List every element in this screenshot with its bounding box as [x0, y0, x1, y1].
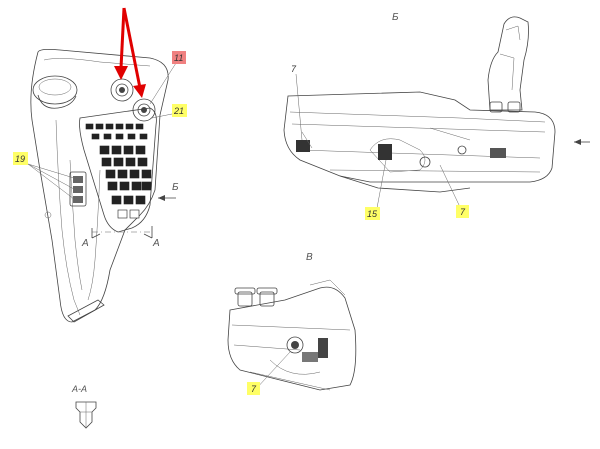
keypad-button	[123, 195, 134, 205]
section-marker-a-left: А	[81, 238, 89, 249]
keypad-button	[95, 123, 104, 130]
keypad-button	[141, 181, 152, 191]
keypad-button	[103, 133, 112, 140]
keypad-button	[135, 145, 146, 155]
keypad-button	[99, 145, 110, 155]
keypad-button	[85, 123, 94, 130]
section-marker-a-right: А	[152, 238, 160, 249]
section-label-aa: А-А	[71, 384, 87, 394]
view-label-v: В	[306, 252, 313, 263]
keypad-button	[117, 169, 128, 179]
red-arrows	[114, 7, 146, 98]
keypad-button	[135, 123, 144, 130]
keypad-button	[107, 181, 118, 191]
keypad-button	[117, 209, 128, 219]
keypad	[85, 123, 152, 219]
keypad-button	[113, 157, 124, 167]
svg-text:7: 7	[291, 64, 297, 74]
callout-15: 15	[365, 159, 387, 220]
keypad-button	[101, 157, 112, 167]
keypad-button	[115, 123, 124, 130]
callout-7-bottom: 7	[247, 351, 291, 395]
keypad-button	[125, 157, 136, 167]
view-marker-b: Б	[172, 182, 179, 193]
keypad-button	[111, 195, 122, 205]
keypad-button	[119, 181, 130, 191]
keypad-button	[131, 181, 142, 191]
keypad-button	[115, 133, 124, 140]
svg-text:11: 11	[174, 53, 183, 63]
svg-text:7: 7	[460, 207, 466, 217]
section-line-aa	[91, 226, 153, 239]
callout-7-top: 7	[291, 64, 303, 141]
svg-text:19: 19	[15, 154, 25, 164]
svg-text:15: 15	[367, 209, 378, 219]
section-aa-detail	[75, 401, 97, 429]
keypad-button	[137, 157, 148, 167]
keypad-button	[129, 169, 140, 179]
callout-19: 19	[13, 152, 75, 200]
view-v-assembly	[227, 279, 357, 391]
keypad-button	[111, 145, 122, 155]
callout-21: 21	[151, 104, 187, 119]
svg-text:7: 7	[251, 384, 257, 394]
keypad-button	[123, 145, 134, 155]
view-arrow-b	[158, 195, 176, 201]
svg-text:21: 21	[173, 106, 184, 116]
view-label-b: Б	[392, 12, 399, 23]
keypad-button	[91, 133, 100, 140]
callout-7-right: 7	[439, 164, 469, 218]
view-b-assembly	[283, 16, 590, 193]
keypad-button	[125, 123, 134, 130]
keypad-button	[105, 123, 114, 130]
keypad-button	[139, 133, 148, 140]
keypad-button	[105, 169, 116, 179]
keypad-button	[141, 169, 152, 179]
callout-11: 11	[149, 51, 186, 105]
keypad-button	[135, 195, 146, 205]
switch-block	[69, 171, 87, 207]
keypad-button	[129, 209, 140, 219]
keypad-button	[127, 133, 136, 140]
